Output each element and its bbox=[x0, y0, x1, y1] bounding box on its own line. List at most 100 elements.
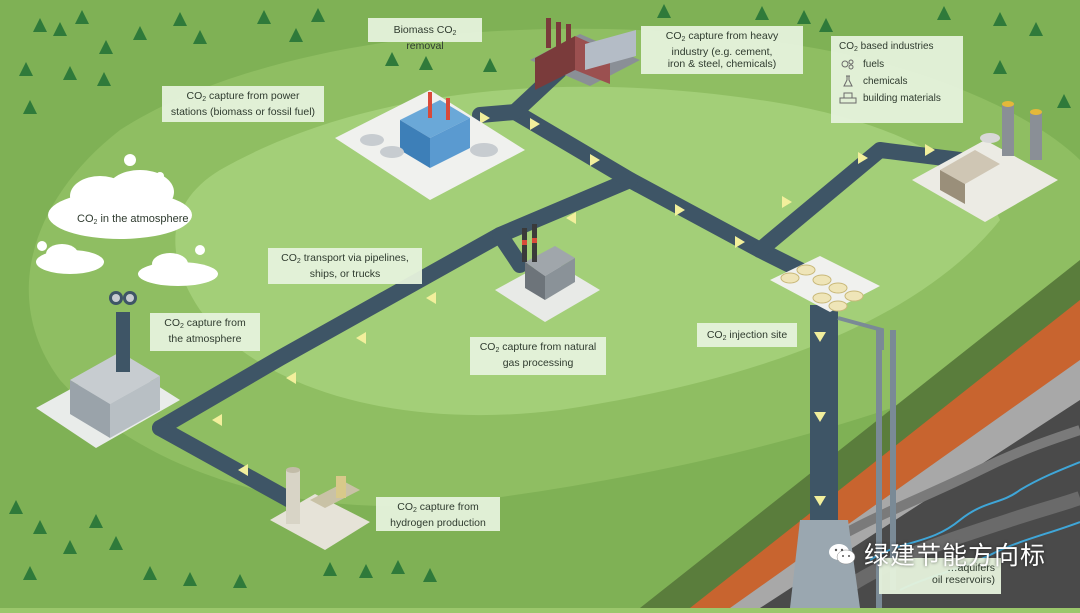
legend-item-chemicals: chemicals bbox=[839, 75, 955, 87]
tank-icon bbox=[812, 274, 832, 286]
tree bbox=[993, 12, 1007, 26]
tree bbox=[33, 520, 47, 534]
atmosphere-clouds bbox=[36, 154, 218, 286]
power-station-wall-left bbox=[400, 120, 430, 168]
flow-arrow bbox=[590, 154, 600, 166]
hydrogen-tower bbox=[286, 470, 300, 524]
flow-arrow bbox=[675, 204, 685, 216]
dac-wall-left bbox=[70, 380, 110, 438]
injection-pipe-1 bbox=[876, 330, 882, 608]
power-station bbox=[335, 90, 525, 200]
flow-arrow bbox=[814, 412, 826, 422]
cloud-large-puff bbox=[106, 170, 174, 214]
tree bbox=[937, 6, 951, 20]
rock-stratum-2 bbox=[825, 491, 1080, 606]
flow-arrow bbox=[735, 236, 745, 248]
tree bbox=[53, 22, 67, 36]
tank-icon bbox=[796, 264, 816, 276]
power-station-chimney bbox=[446, 98, 450, 120]
tank-icon bbox=[828, 300, 848, 312]
tree bbox=[173, 12, 187, 26]
reservoir-cap bbox=[790, 520, 860, 608]
flask-icon bbox=[843, 75, 853, 87]
tree bbox=[311, 8, 325, 22]
heavy-industry-chimney bbox=[566, 24, 571, 50]
flow-arrow bbox=[858, 152, 868, 164]
hydrogen-tower-top bbox=[286, 467, 300, 473]
tree bbox=[109, 536, 123, 550]
hydrogen-plant-roof bbox=[310, 482, 360, 508]
tree bbox=[483, 58, 497, 72]
tree bbox=[657, 4, 671, 18]
legend-title: CO2 based industries bbox=[839, 41, 934, 53]
tree bbox=[391, 560, 405, 574]
tree bbox=[423, 568, 437, 582]
molecule-icon bbox=[841, 59, 854, 70]
flow-arrow bbox=[480, 112, 490, 124]
chimney-stripe bbox=[522, 240, 527, 245]
transport-label: CO2 transport via pipelines,ships, or tr… bbox=[268, 248, 422, 284]
cloud-bubble bbox=[124, 154, 136, 166]
heavy-industry-shed bbox=[585, 30, 636, 70]
injection-pipe-2 bbox=[890, 330, 896, 590]
tree bbox=[19, 62, 33, 76]
pipeline-co2-industries bbox=[752, 142, 968, 258]
tree bbox=[63, 66, 77, 80]
flow-arrow bbox=[238, 464, 248, 476]
legend-item-building-materials: building materials bbox=[839, 92, 955, 104]
pipeline-main-trunk bbox=[152, 172, 828, 436]
cloud-bubble bbox=[156, 172, 164, 180]
co2-industries-plant bbox=[912, 101, 1058, 222]
tree bbox=[289, 28, 303, 42]
tree bbox=[63, 540, 77, 554]
tank-icon bbox=[812, 292, 832, 304]
wellhead-pipe bbox=[837, 316, 884, 350]
pipeline-natural-gas bbox=[492, 227, 528, 273]
flow-arrow bbox=[286, 372, 296, 384]
gas-plant-roof bbox=[525, 246, 575, 276]
tree bbox=[233, 574, 247, 588]
co2-plant-column-cap bbox=[1030, 109, 1042, 115]
tree bbox=[1029, 22, 1043, 36]
pipeline-hydrogen bbox=[152, 420, 298, 508]
flow-arrow bbox=[566, 212, 576, 224]
co2-plant-wall bbox=[940, 170, 965, 204]
pipeline-biomass-spur bbox=[472, 104, 523, 123]
watermark: 绿建节能方向标 bbox=[828, 536, 1046, 572]
tank-icon bbox=[844, 290, 864, 302]
hydrogen-tank bbox=[336, 476, 346, 498]
tree bbox=[257, 10, 271, 24]
dac-stack bbox=[116, 312, 130, 372]
wechat-icon bbox=[828, 544, 856, 565]
flow-arrow bbox=[530, 118, 540, 130]
dac-roof bbox=[70, 352, 160, 404]
tree bbox=[143, 566, 157, 580]
co2-plant-base bbox=[912, 140, 1058, 222]
tree bbox=[797, 10, 811, 24]
dac-wall-right bbox=[110, 376, 160, 438]
heavy-industry-plant bbox=[530, 18, 640, 90]
power-station-wall-right bbox=[430, 118, 470, 168]
flow-arrows bbox=[118, 112, 935, 506]
legend-item-label: fuels bbox=[863, 58, 885, 70]
heavy-industry-chimney bbox=[556, 22, 561, 48]
tree bbox=[755, 6, 769, 20]
tree bbox=[33, 18, 47, 32]
flow-arrow bbox=[356, 332, 366, 344]
co2-plant-roof bbox=[940, 150, 1000, 184]
flow-arrow bbox=[814, 332, 826, 342]
legend-item-label: building materials bbox=[863, 92, 941, 104]
storage-tanks bbox=[780, 264, 864, 312]
storage-tank-icon bbox=[470, 143, 498, 157]
cloud-bubble bbox=[195, 245, 205, 255]
tree bbox=[1057, 94, 1071, 108]
flow-arrow bbox=[925, 144, 935, 156]
tree bbox=[75, 10, 89, 24]
heavy-industry-wall bbox=[535, 36, 575, 90]
